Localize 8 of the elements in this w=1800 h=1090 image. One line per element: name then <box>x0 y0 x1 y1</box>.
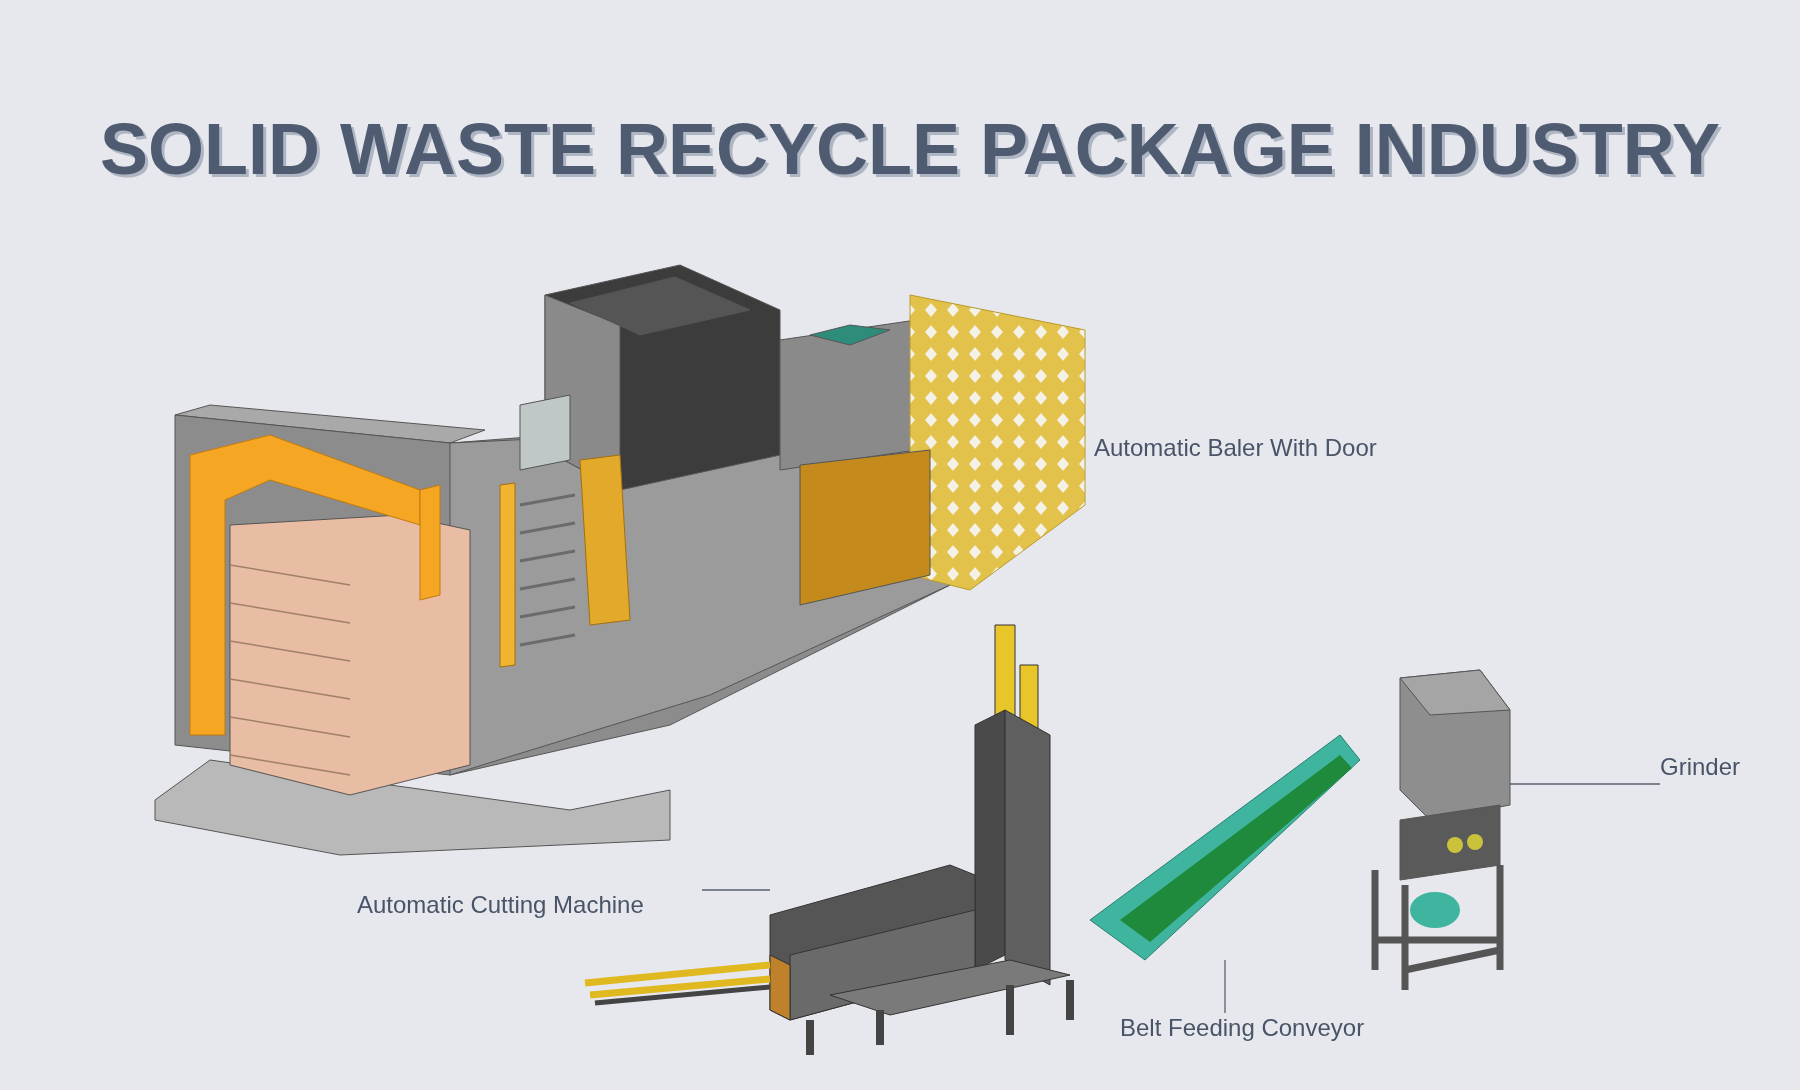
leader-line <box>1509 783 1661 785</box>
leader-line <box>701 889 771 891</box>
part-label: Grinder <box>1660 752 1760 784</box>
part-label: Automatic Baler With Door <box>1094 433 1377 463</box>
title: SOLID WASTE RECYCLE PACKAGE INDUSTRY <box>98 108 1722 190</box>
part-label: Automatic Cutting Machine <box>357 890 702 922</box>
leader-line <box>1224 959 1226 1014</box>
part-label: Belt Feeding Conveyor <box>1120 1013 1405 1045</box>
